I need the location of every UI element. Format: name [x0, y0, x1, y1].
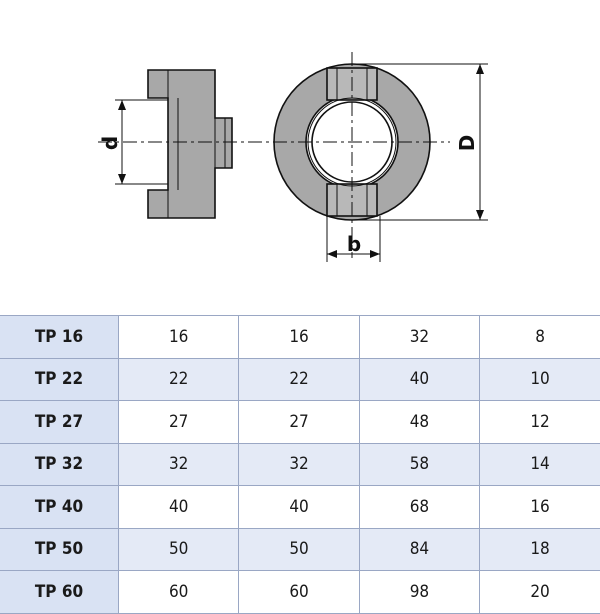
model-cell: TP 27 — [0, 400, 119, 444]
table-row: TP 50 50 50 84 18 — [0, 528, 600, 571]
value-cell: 58 — [358, 443, 480, 486]
table-row: TP 22 22 22 40 10 — [0, 358, 600, 401]
value-cell: 20 — [479, 570, 600, 614]
value-cell: 8 — [479, 315, 600, 359]
technical-drawing: d D b — [98, 52, 488, 262]
value-cell: 68 — [358, 485, 480, 529]
value-cell: 16 — [479, 485, 600, 529]
table-row: TP 32 32 32 58 14 — [0, 443, 600, 486]
model-cell: TP 22 — [0, 358, 119, 401]
value-cell: 22 — [238, 358, 360, 401]
value-cell: 27 — [238, 400, 360, 444]
value-cell: 40 — [358, 358, 480, 401]
dimension-arrows — [118, 64, 484, 258]
table-row: TP 27 27 27 48 12 — [0, 400, 600, 444]
dimension-label-b: b — [347, 232, 361, 256]
value-cell: 10 — [479, 358, 600, 401]
value-cell: 27 — [117, 400, 239, 444]
table-row: TP 60 60 60 98 20 — [0, 570, 600, 614]
value-cell: 22 — [117, 358, 239, 401]
value-cell: 18 — [479, 528, 600, 571]
value-cell: 60 — [238, 570, 360, 614]
model-cell: TP 16 — [0, 315, 119, 359]
value-cell: 14 — [479, 443, 600, 486]
value-cell: 16 — [117, 315, 239, 359]
value-cell: 40 — [117, 485, 239, 529]
table-row: TP 40 40 40 68 16 — [0, 485, 600, 529]
dimension-label-d: d — [98, 136, 122, 150]
value-cell: 32 — [358, 315, 480, 359]
dimension-label-D: D — [455, 135, 479, 152]
dimension-lines — [115, 63, 488, 262]
side-view — [147, 69, 233, 219]
value-cell: 32 — [238, 443, 360, 486]
value-cell: 48 — [358, 400, 480, 444]
value-cell: 98 — [358, 570, 480, 614]
model-cell: TP 32 — [0, 443, 119, 486]
model-cell: TP 40 — [0, 485, 119, 529]
value-cell: 50 — [238, 528, 360, 571]
center-lines — [98, 52, 450, 258]
value-cell: 12 — [479, 400, 600, 444]
value-cell: 84 — [358, 528, 480, 571]
table-row: TP 16 16 16 32 8 — [0, 315, 600, 359]
model-cell: TP 60 — [0, 570, 119, 614]
value-cell: 60 — [117, 570, 239, 614]
value-cell: 50 — [117, 528, 239, 571]
value-cell: 40 — [238, 485, 360, 529]
value-cell: 16 — [238, 315, 360, 359]
value-cell: 32 — [117, 443, 239, 486]
model-cell: TP 50 — [0, 528, 119, 571]
dimensions-table: TP 16 16 16 32 8 TP 22 22 22 40 10 TP 27… — [0, 315, 600, 614]
